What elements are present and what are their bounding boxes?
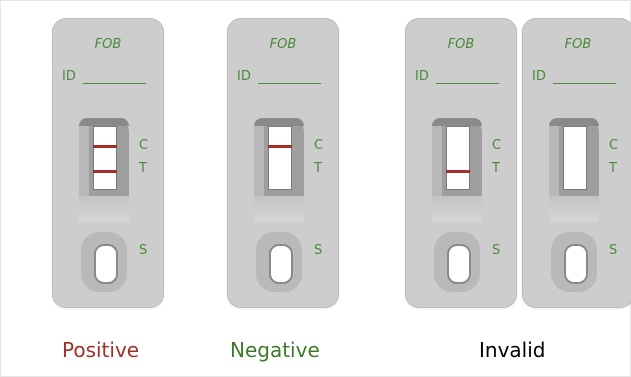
fob-label: FOB	[564, 37, 592, 52]
result-window-bevel	[254, 196, 304, 222]
result-window-shade	[79, 118, 89, 222]
test-strip	[93, 126, 117, 190]
caption-positive: Positive	[62, 338, 140, 362]
sample-label: S	[139, 243, 148, 258]
test-strip	[268, 126, 292, 190]
caption-negative: Negative	[230, 338, 320, 362]
fob-label: FOB	[94, 37, 122, 52]
id-underline	[553, 83, 616, 84]
id-label: ID	[532, 69, 546, 84]
id-label: ID	[62, 69, 76, 84]
control-band	[268, 145, 292, 148]
fob-label: FOB	[269, 37, 297, 52]
result-window-top	[254, 118, 304, 126]
result-window-bevel	[432, 196, 482, 222]
test-cassette-negative: FOB ID C T S	[227, 18, 339, 308]
control-label: C	[314, 138, 324, 153]
test-cassette-invalid-2: FOB ID C T S	[522, 18, 631, 308]
control-label: C	[609, 138, 619, 153]
control-label: C	[492, 138, 502, 153]
test-band	[446, 170, 470, 173]
result-window-bevel	[549, 196, 599, 222]
control-band	[93, 145, 117, 148]
sample-well-opening	[94, 244, 118, 284]
test-strip	[563, 126, 587, 190]
result-window-bevel	[79, 196, 129, 222]
test-label: T	[609, 161, 617, 176]
caption-invalid: Invalid	[479, 338, 546, 362]
result-window-top	[432, 118, 482, 126]
sample-well-opening	[269, 244, 293, 284]
control-label: C	[139, 138, 149, 153]
id-underline	[258, 83, 321, 84]
test-cassette-positive: FOB ID C T S	[52, 18, 164, 308]
result-window-shade	[432, 118, 442, 222]
result-window-top	[79, 118, 129, 126]
sample-well-opening	[447, 244, 471, 284]
test-band	[93, 170, 117, 173]
id-underline	[436, 83, 499, 84]
result-window-shade	[254, 118, 264, 222]
sample-well-opening	[564, 244, 588, 284]
sample-label: S	[492, 243, 501, 258]
test-label: T	[492, 161, 500, 176]
id-underline	[83, 83, 146, 84]
test-strip	[446, 126, 470, 190]
test-label: T	[139, 161, 147, 176]
fob-label: FOB	[447, 37, 475, 52]
result-window-shade	[549, 118, 559, 222]
result-window-top	[549, 118, 599, 126]
test-cassette-invalid-1: FOB ID C T S	[405, 18, 517, 308]
sample-label: S	[314, 243, 323, 258]
id-label: ID	[415, 69, 429, 84]
id-label: ID	[237, 69, 251, 84]
test-label: T	[314, 161, 322, 176]
sample-label: S	[609, 243, 618, 258]
